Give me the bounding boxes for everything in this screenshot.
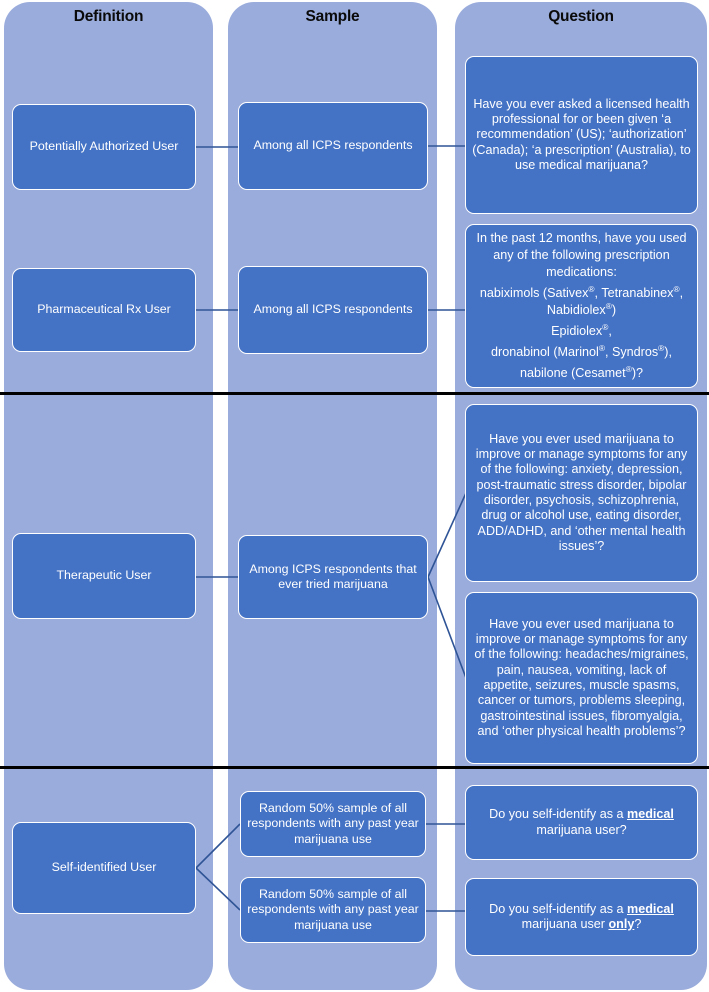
question-text-composed: Do you self-identify as a medical mariju… <box>472 807 691 838</box>
sample-node-random-50-percent-a[interactable]: Random 50% sample of all respondents wit… <box>240 791 426 857</box>
section-divider-1 <box>0 392 709 395</box>
question-node-authorization[interactable]: Have you ever asked a licensed health pr… <box>465 56 698 214</box>
definition-label: Potentially Authorized User <box>29 139 179 154</box>
question-line-dronabinol: dronabinol (Marinol®, Syndros®), <box>491 342 672 359</box>
question-line-epidiolex: Epidiolex®, <box>551 321 612 338</box>
question-node-mental-health[interactable]: Have you ever used marijuana to improve … <box>465 404 698 582</box>
sample-node-all-icps-respondents-1[interactable]: Among all ICPS respondents <box>238 102 428 190</box>
definition-node-self-identified-user[interactable]: Self-identified User <box>12 822 196 914</box>
question-emphasis-only: only <box>608 917 635 931</box>
sample-node-ever-tried-marijuana[interactable]: Among ICPS respondents that ever tried m… <box>238 535 428 619</box>
sample-label: Random 50% sample of all respondents wit… <box>247 801 419 846</box>
question-line-nabilone: nabilone (Cesamet®)? <box>519 363 644 380</box>
question-emphasis-medical: medical <box>627 901 674 916</box>
question-suffix: ? <box>634 917 642 931</box>
definition-node-pharmaceutical-rx-user[interactable]: Pharmaceutical Rx User <box>12 268 196 352</box>
question-text-composed: In the past 12 months, have you used any… <box>472 230 691 382</box>
sample-label: Among all ICPS respondents <box>253 138 413 153</box>
question-line-nabiximols: nabiximols (Sativex®, Tetranabinex®, Nab… <box>479 283 684 317</box>
question-text: Have you ever used marijuana to improve … <box>475 431 688 554</box>
column-header-question: Question <box>548 8 614 25</box>
sample-label: Random 50% sample of all respondents wit… <box>247 887 419 932</box>
sample-node-all-icps-respondents-2[interactable]: Among all ICPS respondents <box>238 266 428 354</box>
definition-label: Self-identified User <box>51 860 157 875</box>
question-middle: marijuana user <box>521 917 609 931</box>
question-text-composed: Do you self-identify as a medical mariju… <box>472 902 691 933</box>
sample-label: Among ICPS respondents that ever tried m… <box>249 561 417 591</box>
question-middle: marijuana user? <box>536 822 627 837</box>
sample-node-random-50-percent-b[interactable]: Random 50% sample of all respondents wit… <box>240 877 426 943</box>
definition-label: Therapeutic User <box>56 568 152 583</box>
question-node-self-identify-medical-only[interactable]: Do you self-identify as a medical mariju… <box>465 878 698 956</box>
question-text: Have you ever used marijuana to improve … <box>474 616 689 739</box>
question-prefix: Do you self-identify as a <box>489 901 627 916</box>
question-text: Have you ever asked a licensed health pr… <box>472 96 691 173</box>
question-node-self-identify-medical[interactable]: Do you self-identify as a medical mariju… <box>465 785 698 860</box>
column-header-definition: Definition <box>73 8 144 25</box>
definition-node-therapeutic-user[interactable]: Therapeutic User <box>12 533 196 619</box>
question-lead: In the past 12 months, have you used any… <box>476 231 687 279</box>
column-header-sample: Sample <box>305 8 360 25</box>
question-emphasis-medical: medical <box>627 807 674 822</box>
question-prefix: Do you self-identify as a <box>489 807 627 822</box>
question-node-physical-health[interactable]: Have you ever used marijuana to improve … <box>465 592 698 764</box>
definition-node-potentially-authorized-user[interactable]: Potentially Authorized User <box>12 104 196 190</box>
question-node-prescription-medications[interactable]: In the past 12 months, have you used any… <box>465 224 698 388</box>
section-divider-2 <box>0 766 709 769</box>
sample-label: Among all ICPS respondents <box>253 302 413 317</box>
definition-label: Pharmaceutical Rx User <box>37 302 171 317</box>
